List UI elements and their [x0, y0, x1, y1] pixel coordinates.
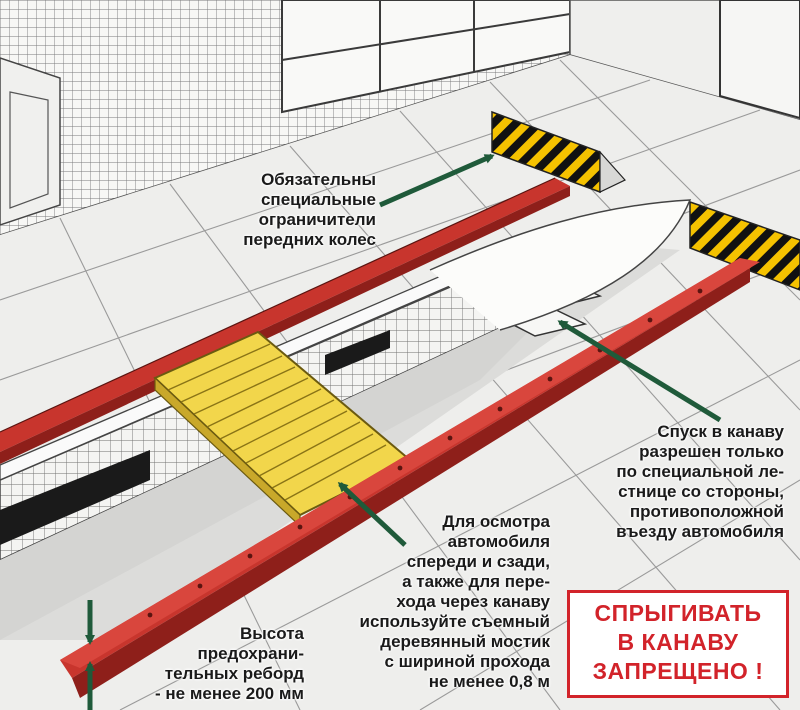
- entry-curve: [429, 199, 692, 331]
- curb-height-caption: Высота предохрани- тельных реборд - не м…: [155, 624, 304, 703]
- right-safety-curb: [60, 258, 760, 698]
- arrow-to-wheel-stop: [378, 153, 495, 208]
- front-wheel-stop-right: [689, 200, 800, 291]
- no-jumping-warning: СПРЫГИВАТЬ В КАНАВУ ЗАПРЕЩЕНО !: [567, 590, 789, 698]
- wooden-bridge: [153, 330, 412, 528]
- front-wheel-stops-caption: Обязательны специальные ограничители пер…: [243, 170, 376, 249]
- front-wheel-stop-left: [491, 110, 626, 194]
- arrow-to-bridge: [337, 481, 407, 547]
- pit-descent-caption: Спуск в канаву разрешен только по специа…: [616, 422, 784, 541]
- wall-cabinet: [0, 57, 61, 226]
- left-safety-curb: [0, 177, 570, 464]
- wooden-bridge-caption: Для осмотра автомобиля спереди и сзади, …: [359, 512, 551, 691]
- arrow-to-stairs: [557, 319, 722, 423]
- callout-arrows: [85, 153, 722, 710]
- side-wall: [569, 0, 800, 121]
